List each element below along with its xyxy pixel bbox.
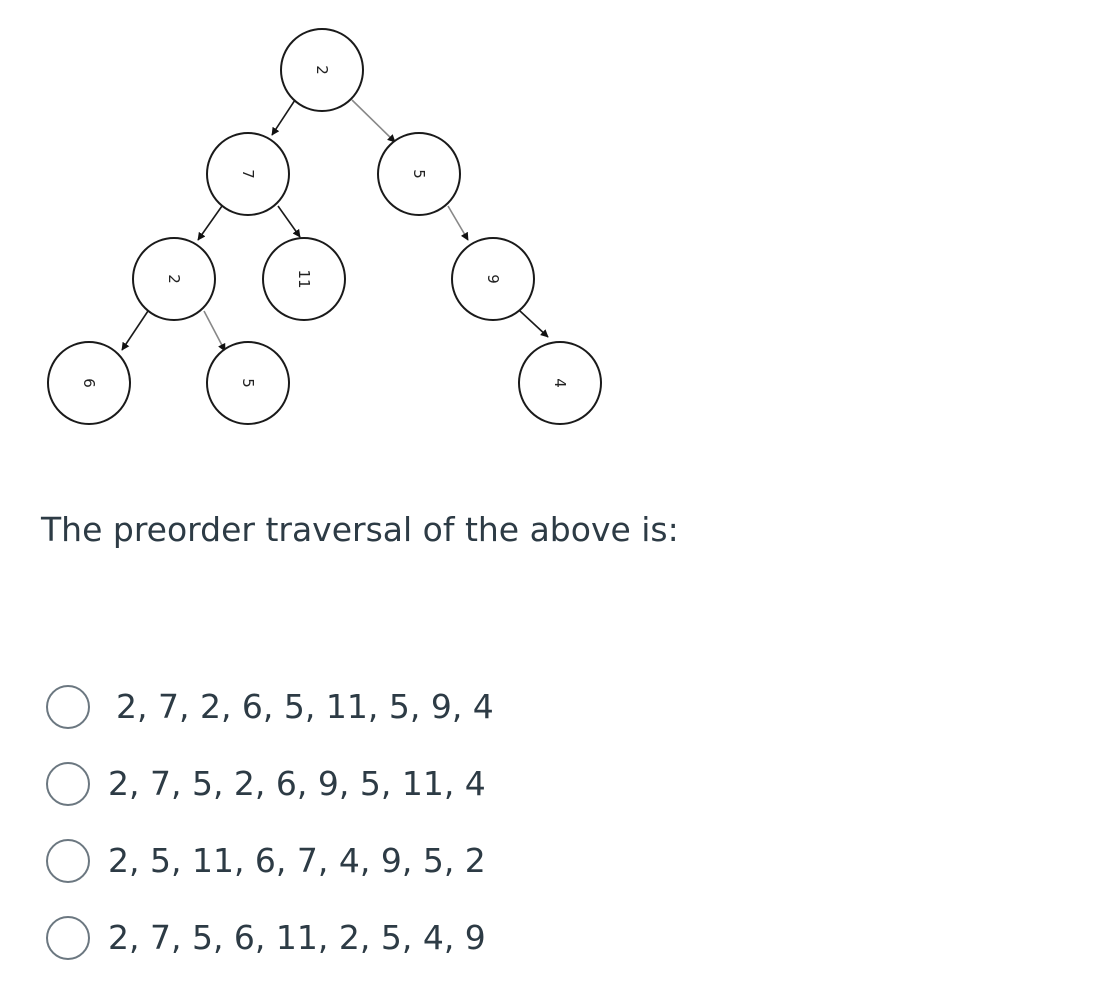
- edge-2-to-6: [121, 310, 149, 351]
- answer-options: 2, 7, 2, 6, 5, 11, 5, 9, 4 2, 7, 5, 2, 6…: [46, 668, 494, 976]
- node-label: 2: [165, 274, 183, 284]
- node-label: 6: [80, 378, 98, 388]
- node-label: 5: [239, 378, 257, 388]
- node-label: 7: [239, 169, 257, 179]
- answer-option-label: 2, 7, 2, 6, 5, 11, 5, 9, 4: [116, 687, 494, 726]
- tree-node: 5: [377, 132, 461, 216]
- radio-button[interactable]: [46, 684, 90, 729]
- tree-node: 4: [518, 341, 602, 425]
- tree-node: 7: [206, 132, 290, 216]
- tree-node: 2: [280, 28, 364, 112]
- node-label: 9: [484, 274, 502, 284]
- radio-button[interactable]: [46, 761, 90, 806]
- node-label: 2: [313, 65, 331, 75]
- edge-2-to-5: [203, 310, 226, 352]
- tree-node: 9: [451, 237, 535, 321]
- answer-option-3[interactable]: 2, 5, 11, 6, 7, 4, 9, 5, 2: [46, 822, 494, 899]
- tree-svg: 2 7 5 2 11 9 6 5: [47, 28, 602, 425]
- edge-root-to-5: [351, 99, 396, 143]
- answer-option-label: 2, 5, 11, 6, 7, 4, 9, 5, 2: [108, 841, 486, 880]
- tree-node: 5: [206, 341, 290, 425]
- question-text: The preorder traversal of the above is:: [41, 510, 679, 549]
- radio-button[interactable]: [46, 838, 90, 883]
- tree-node: 2: [132, 237, 216, 321]
- binary-tree-diagram: 2 7 5 2 11 9 6 5: [0, 0, 640, 440]
- node-label: 11: [295, 269, 313, 288]
- node-label: 5: [410, 169, 428, 179]
- edge-root-to-7: [271, 99, 296, 136]
- answer-option-1[interactable]: 2, 7, 2, 6, 5, 11, 5, 9, 4: [46, 668, 494, 745]
- edge-7-to-11: [277, 205, 301, 238]
- answer-option-label: 2, 7, 5, 6, 11, 2, 5, 4, 9: [108, 918, 486, 957]
- tree-node: 11: [262, 237, 346, 321]
- radio-button[interactable]: [46, 915, 90, 960]
- answer-option-2[interactable]: 2, 7, 5, 2, 6, 9, 5, 11, 4: [46, 745, 494, 822]
- edge-9-to-4: [519, 310, 549, 338]
- answer-option-4[interactable]: 2, 7, 5, 6, 11, 2, 5, 4, 9: [46, 899, 494, 976]
- edge-5-to-9: [447, 205, 469, 241]
- node-label: 4: [551, 378, 569, 388]
- edge-7-to-2: [197, 205, 223, 241]
- answer-option-label: 2, 7, 5, 2, 6, 9, 5, 11, 4: [108, 764, 486, 803]
- tree-node: 6: [47, 341, 131, 425]
